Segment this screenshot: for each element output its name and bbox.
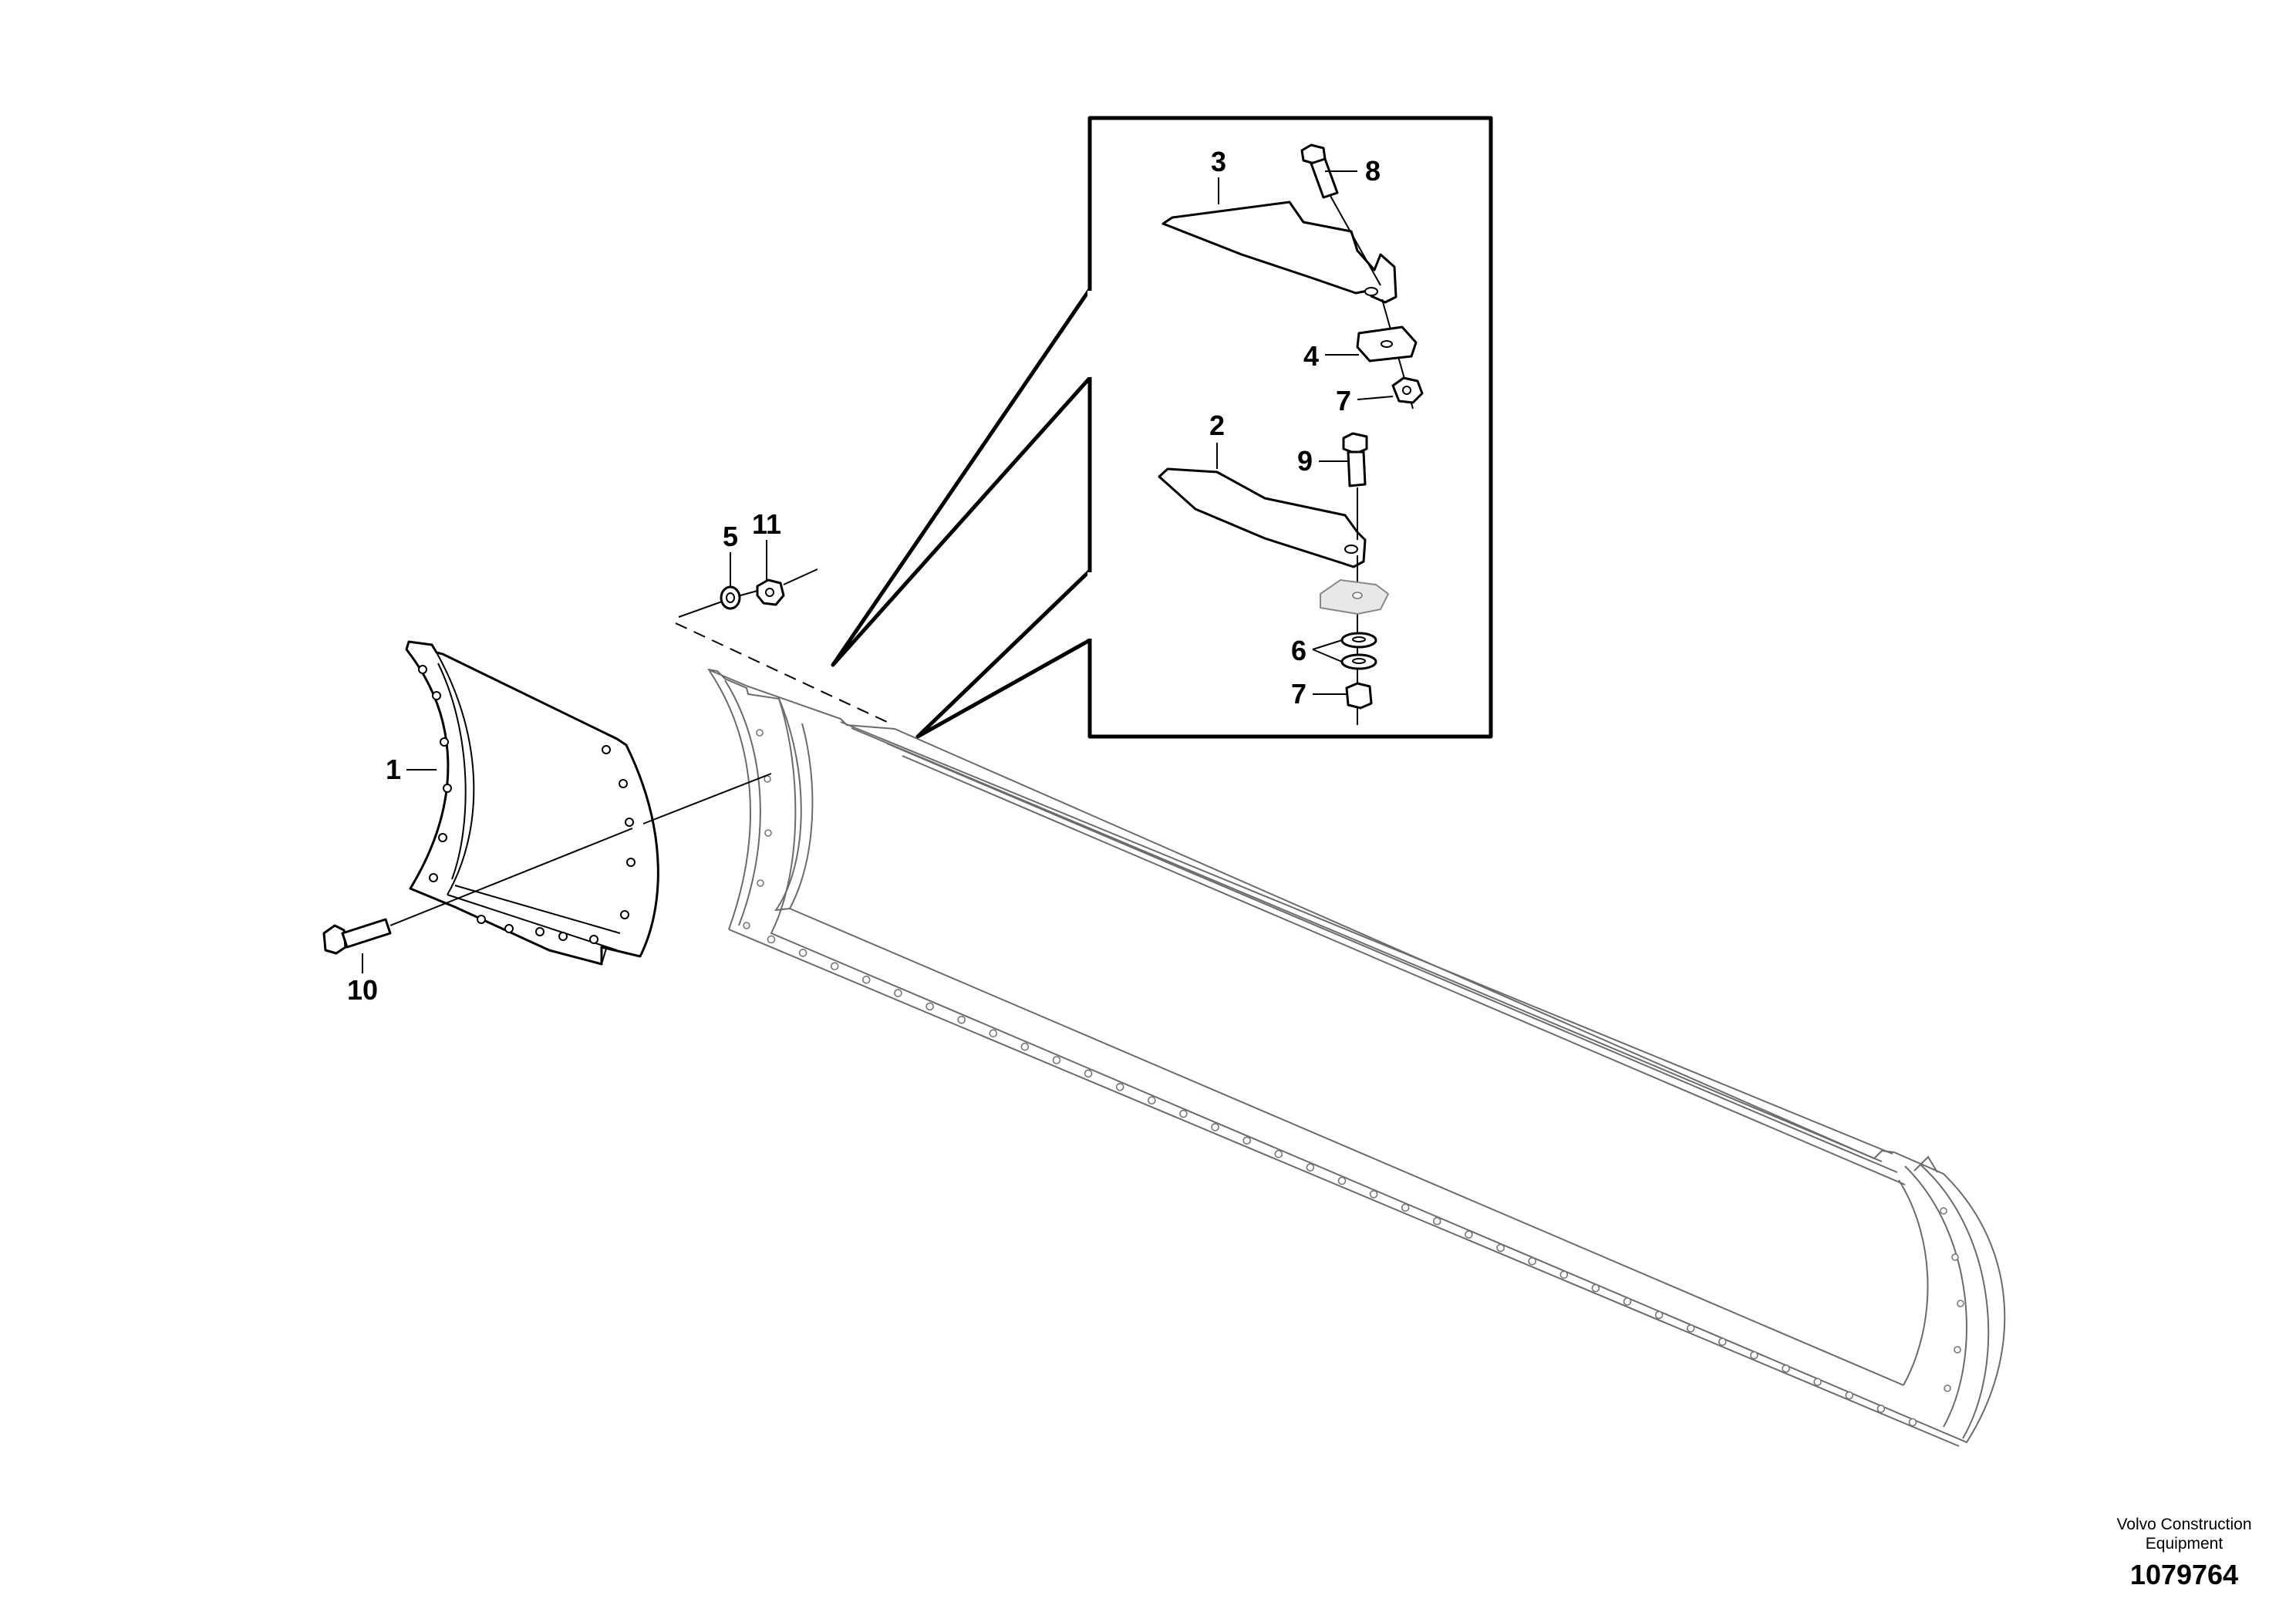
plate-washer [1356,325,1418,363]
blade-hole [1052,1056,1061,1064]
bolt-lower [1342,432,1368,725]
blade-hole [1591,1283,1600,1293]
blade-hole [1559,1270,1569,1279]
callout-9: 9 [1297,445,1348,477]
blade-hole [1496,1243,1505,1253]
blade-hole [989,1029,998,1037]
clamp-lower [1320,578,1390,615]
nut-lower [1345,682,1373,710]
bolt-long [322,773,772,955]
blade-hole [1274,1149,1283,1158]
blade-hole [1306,1163,1315,1172]
end-plate [405,640,659,966]
blade-hole [767,935,776,944]
blade-hole [830,962,839,971]
blade-hole [1686,1324,1695,1333]
blade-hole [1242,1136,1251,1145]
callout-label: 5 [723,521,738,552]
blade-hole [1337,1176,1347,1185]
callout-6: 6 [1291,635,1343,666]
callout-7-upper: 7 [1336,385,1394,416]
blade-hole [1782,1364,1790,1373]
blade-hole [1401,1203,1410,1212]
diagram-number: 1079764 [2130,1559,2238,1590]
blade-hole [1528,1257,1536,1266]
blade-hole [925,1002,934,1011]
blade-hole [798,949,807,957]
brand-line-1: Volvo Construction [2116,1516,2251,1533]
callout-8: 8 [1325,155,1381,187]
blade-main [707,669,2006,1447]
callout-3: 3 [1211,146,1226,204]
blade-hole [1908,1418,1917,1427]
callout-label: 7 [1336,385,1351,416]
callout-label: 1 [386,754,401,785]
callout-5: 5 [723,521,738,586]
callout-label: 11 [752,508,781,540]
blade-hole [1845,1391,1854,1400]
blade-hole [1465,1230,1473,1239]
callout-7-lower: 7 [1291,678,1347,710]
blade-hole [1813,1378,1822,1387]
callout-11: 11 [752,508,781,580]
bracket-upper [1161,201,1397,304]
blade-hole [1211,1123,1219,1131]
blade-hole [1623,1297,1632,1306]
blade-hole [1718,1337,1727,1346]
callout-2: 2 [1209,410,1225,469]
blade-hole [894,989,902,997]
blade-hole [1876,1404,1886,1413]
blade-hole [1115,1083,1124,1091]
bolt-upper [1300,143,1414,410]
callout-4: 4 [1303,340,1359,372]
callout-label: 6 [1291,635,1306,666]
callout-label: 10 [347,974,378,1006]
washers [1340,632,1377,670]
detail-inset [831,116,1493,739]
callout-label: 8 [1365,155,1381,187]
callout-label: 3 [1211,146,1226,177]
callout-label: 7 [1291,678,1306,710]
callout-1: 1 [386,754,437,785]
blade-hole [1179,1109,1188,1118]
footer-brand: Volvo Construction Equipment 1079764 [2116,1516,2251,1590]
blade-hole [957,1016,966,1024]
blade-hole [1084,1069,1093,1078]
blade-hole [1148,1096,1156,1104]
bracket-lower [1158,467,1367,568]
blade-hole [1369,1190,1378,1199]
blade-hole [1020,1042,1030,1051]
brand-line-2: Equipment [2146,1535,2224,1553]
callout-label: 4 [1303,340,1319,372]
nut-upper [1391,376,1424,404]
callout-label: 9 [1297,445,1313,477]
blade-hole [1654,1310,1664,1320]
callout-label: 2 [1209,410,1225,441]
blade-hole [1433,1216,1441,1226]
washer-nut-pair [675,568,888,723]
blade-hole [1750,1351,1758,1360]
callout-10: 10 [347,953,378,1006]
blade-hole [862,975,871,984]
